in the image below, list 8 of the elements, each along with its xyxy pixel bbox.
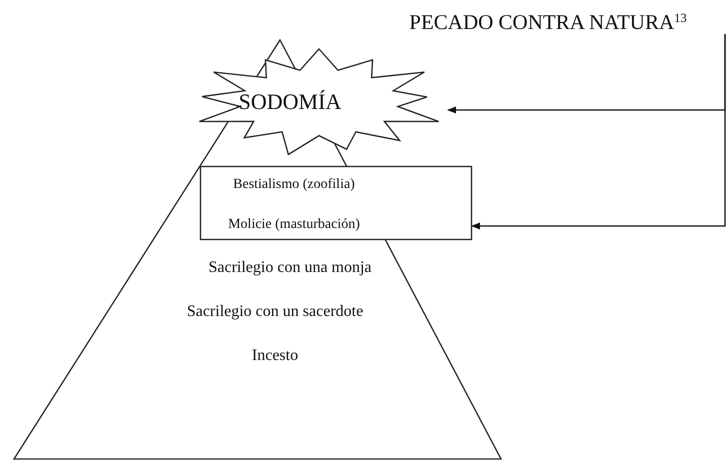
- node-label: Bestialismo (zoofilia): [233, 178, 355, 192]
- node-label: Sacrilegio con un sacerdote: [186, 304, 364, 320]
- arrow: [471, 34, 726, 230]
- node-label: Molicie (masturbación): [228, 218, 360, 232]
- heading-text: PECADO CONTRA NATURA$^{13}$: [409, 12, 687, 33]
- node-label: Sacrilegio con una monja: [208, 260, 372, 276]
- node-label: SODOMÍA: [238, 91, 342, 113]
- node-label: Incesto: [252, 348, 298, 364]
